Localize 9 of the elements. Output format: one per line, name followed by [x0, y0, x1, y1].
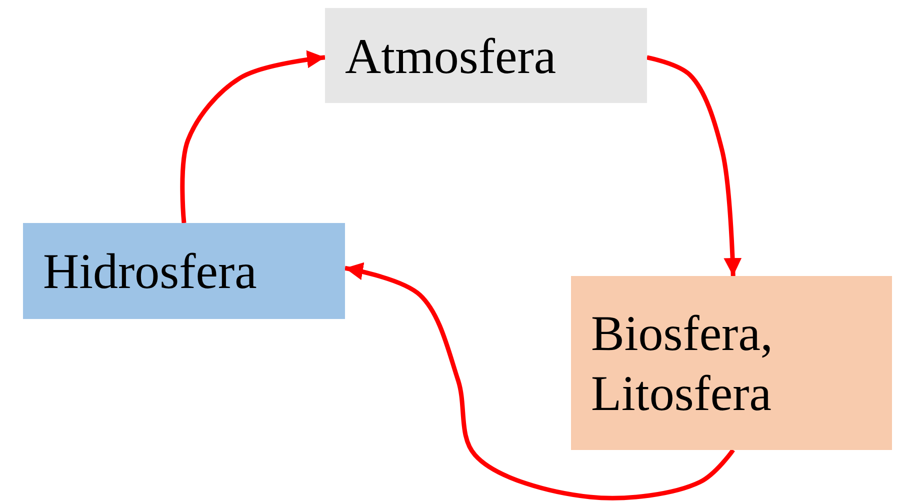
arrow — [646, 55, 742, 276]
node-label: Hidrosfera — [43, 242, 257, 301]
process-box — [325, 8, 647, 103]
process-box — [571, 276, 892, 450]
node-label: Biosfera, Litosfera — [591, 304, 774, 423]
arrow — [344, 262, 735, 500]
node-label: Atmosfera — [345, 26, 556, 86]
process-box — [23, 223, 345, 319]
arrow — [180, 50, 326, 224]
